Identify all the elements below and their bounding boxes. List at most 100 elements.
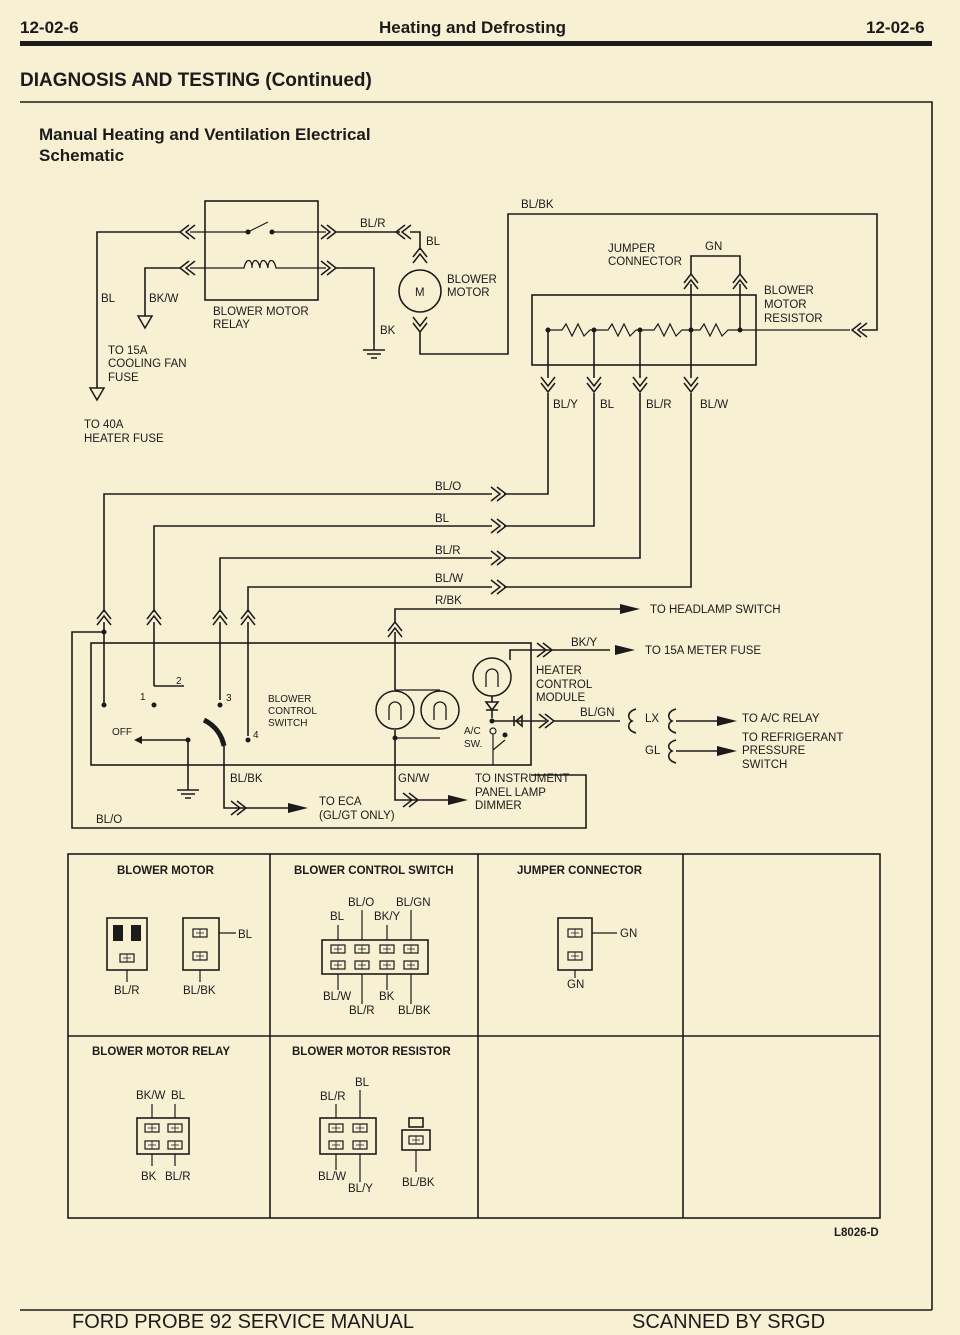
label-heater-fuse-1: TO 40A [84,419,124,431]
label-pos-3: 3 [226,693,232,704]
label-hcm-2: CONTROL [536,679,593,691]
wire-bl-bk-eca [223,746,288,809]
label-fan-fuse-2: COOLING FAN [108,358,187,370]
label-motor-2: MOTOR [447,287,490,299]
res-label-bl: BL [355,1077,370,1089]
label-fan-fuse-1: TO 15A [108,345,148,357]
schematic-title: Manual Heating and Ventilation Electrica… [39,125,371,165]
label-off: OFF [112,727,132,738]
label-ac-sw-1: A/C [464,726,481,737]
label-pos-4: 4 [253,730,259,741]
title-jumper-connector: JUMPER CONNECTOR [517,865,643,877]
label-bl-bk-bottom: BL/BK [230,773,263,785]
page-number-left: 12-02-6 [20,18,79,37]
rel-label-bk-w: BK/W [136,1090,166,1102]
label-gl: GL [645,745,661,757]
wire-bl-res [504,393,595,527]
jc-label-gn-side: GN [620,928,637,940]
title-blower-motor-relay: BLOWER MOTOR RELAY [92,1046,230,1058]
label-res-bl-r: BL/R [646,399,672,411]
label-lx: LX [645,713,659,725]
label-fan-fuse-3: FUSE [108,372,139,384]
wire-bl-o-loop [71,631,587,829]
rel-label-bk: BK [141,1171,157,1183]
wire-bl-bk-motor-resistor [419,213,878,355]
bm-label-bl-r: BL/R [114,985,140,997]
header-rule [20,41,932,46]
label-resistor-2: MOTOR [764,299,807,311]
cs-label-bl-bk: BL/BK [398,1005,431,1017]
label-res-bl-w: BL/W [700,399,728,411]
resistor-elements [548,322,850,338]
cs-label-bl-w: BL/W [323,991,351,1003]
jumper-connector-gn [690,255,741,274]
bm-label-bl-bk: BL/BK [183,985,216,997]
page-header-title: Heating and Defrosting [379,18,567,37]
wire-bl-w-res [504,393,692,588]
label-bk-w: BK/W [149,293,179,305]
label-bl-r-top: BL/R [360,218,386,230]
blower-switch-wiper [202,717,227,747]
label-res-bl: BL [600,399,615,411]
label-switch-1: BLOWER [268,694,311,705]
label-motor-m: M [415,287,425,299]
label-heater-fuse-2: HEATER FUSE [84,433,164,445]
label-pressure-3: SWITCH [742,759,787,771]
label-r-bk: R/BK [435,595,462,607]
rel-label-bl: BL [171,1090,186,1102]
label-bus-bl-r: BL/R [435,545,461,557]
label-eca-2: (GL/GT ONLY) [319,810,395,822]
label-pressure-2: PRESSURE [742,745,806,757]
label-relay-2: RELAY [213,319,250,331]
relay-coil [190,259,326,269]
label-meter-fuse: TO 15A METER FUSE [645,645,761,657]
label-bk-ground: BK [380,325,396,337]
blower-motor-symbol [398,269,442,313]
label-bk-y: BK/Y [571,637,598,649]
footer-right: SCANNED BY SRGD [632,1311,826,1333]
resistor-connector-view [319,1117,377,1155]
label-dimmer-1: TO INSTRUMENT [475,773,569,785]
label-bl-o-bottom: BL/O [96,814,122,826]
blower-motor-relay [204,200,319,301]
heater-control-module [90,642,532,766]
blower-motor-connector-male [182,917,220,971]
res-label-bl-y: BL/Y [348,1183,373,1195]
wire-bl-r-res [504,393,641,559]
label-bus-bl-w: BL/W [435,573,463,585]
label-bl-motor: BL [426,236,441,248]
label-relay-1: BLOWER MOTOR [213,306,309,318]
cs-label-bl-gn: BL/GN [396,897,431,909]
label-switch-3: SWITCH [268,718,307,729]
label-pos-1: 1 [140,692,146,703]
label-gn-w: GN/W [398,773,429,785]
wire-gn-w-dimmer [394,788,448,801]
label-switch-2: CONTROL [268,706,317,717]
label-res-bl-y: BL/Y [553,399,578,411]
label-bus-bl: BL [435,513,450,525]
frame-border [20,101,933,1310]
cs-label-bl: BL [330,911,345,923]
label-bl-bk-top: BL/BK [521,199,554,211]
label-resistor-1: BLOWER [764,285,814,297]
wire-bk-y-meter-fuse [509,649,610,660]
label-bus-bl-o: BL/O [435,481,461,493]
res-label-bl-r: BL/R [320,1091,346,1103]
cs-label-bk-y: BK/Y [374,911,401,923]
wire-bk-ground [336,267,375,344]
section-title: DIAGNOSIS AND TESTING (Continued) [20,70,372,91]
label-headlamp: TO HEADLAMP SWITCH [650,604,781,616]
cs-label-bl-o: BL/O [348,897,374,909]
label-bl-gn: BL/GN [580,707,615,719]
footer-left: FORD PROBE 92 SERVICE MANUAL [72,1311,414,1333]
figure-id: L8026-D [834,1227,879,1239]
wire-bl-o-res [504,393,549,495]
wire-bk-w-fan-fuse [144,267,180,316]
wire-bl-heater-fuse [96,231,180,388]
bm-label-bl: BL [238,929,253,941]
label-motor-1: BLOWER [447,274,497,286]
label-pressure-1: TO REFRIGERANT [742,732,843,744]
label-dimmer-2: PANEL LAMP [475,787,546,799]
label-eca-1: TO ECA [319,796,362,808]
